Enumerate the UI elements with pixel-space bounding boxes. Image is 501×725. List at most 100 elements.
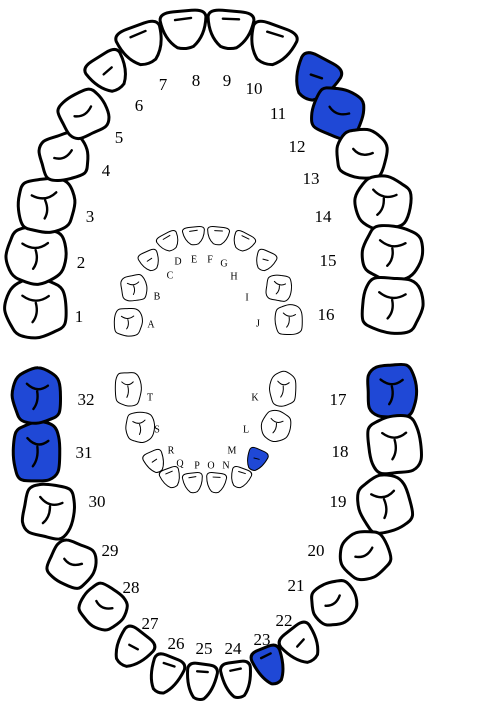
tooth-16[interactable] <box>360 275 425 335</box>
tooth-8-groove-1 <box>173 16 193 22</box>
tooth-e[interactable] <box>181 225 206 246</box>
tooth-26[interactable] <box>143 651 187 698</box>
tooth-e-crown <box>181 225 205 246</box>
tooth-17[interactable] <box>366 362 419 419</box>
tooth-a-groove-2 <box>126 319 129 330</box>
tooth-l[interactable] <box>259 408 293 444</box>
tooth-t[interactable] <box>114 372 143 407</box>
tooth-f-groove-1 <box>214 230 223 232</box>
tooth-f-crown <box>207 225 231 246</box>
tooth-27[interactable] <box>106 623 157 675</box>
tooth-t-groove-1 <box>121 381 134 386</box>
tooth-15[interactable] <box>360 224 425 283</box>
tooth-f[interactable] <box>206 225 231 246</box>
tooth-11-groove-1 <box>309 73 324 80</box>
tooth-16-groove-1 <box>378 291 407 300</box>
tooth-30-label: 30 <box>89 492 106 511</box>
tooth-g[interactable] <box>229 229 257 255</box>
tooth-10[interactable] <box>243 18 300 71</box>
tooth-32-label: 32 <box>78 390 95 409</box>
tooth-14-label: 14 <box>315 207 333 226</box>
tooth-n[interactable] <box>227 465 253 490</box>
tooth-f-label: F <box>207 254 213 265</box>
tooth-s-groove-1 <box>132 419 146 424</box>
tooth-q-groove-1 <box>165 470 173 475</box>
tooth-q[interactable] <box>158 465 184 490</box>
tooth-18[interactable] <box>366 414 424 476</box>
tooth-27-groove-1 <box>128 643 140 651</box>
tooth-24-crown <box>219 659 252 699</box>
tooth-r-crown <box>142 448 164 473</box>
tooth-1[interactable] <box>3 276 68 340</box>
tooth-7[interactable] <box>114 18 171 71</box>
tooth-25-groove-1 <box>195 670 209 674</box>
tooth-5-groove-1 <box>73 105 93 118</box>
tooth-3[interactable] <box>14 174 80 237</box>
tooth-o[interactable] <box>205 472 228 494</box>
tooth-9-groove-1 <box>221 17 241 21</box>
tooth-24[interactable] <box>219 659 255 699</box>
tooth-29[interactable] <box>43 536 102 593</box>
tooth-t-label: T <box>147 392 153 403</box>
tooth-9[interactable] <box>205 8 256 51</box>
tooth-30[interactable] <box>19 480 79 542</box>
tooth-15-groove-1 <box>378 239 407 248</box>
tooth-b[interactable] <box>119 273 148 302</box>
tooth-21-label: 21 <box>288 576 305 595</box>
tooth-31[interactable] <box>11 419 62 483</box>
tooth-22-crown <box>277 620 320 664</box>
tooth-2-groove-1 <box>21 241 50 250</box>
tooth-j[interactable] <box>274 304 304 336</box>
tooth-9-crown <box>206 8 256 51</box>
tooth-b-groove-2 <box>132 285 136 295</box>
tooth-23[interactable] <box>249 643 291 689</box>
tooth-20-label: 20 <box>308 541 325 560</box>
tooth-25[interactable] <box>184 661 219 701</box>
tooth-m-label: M <box>228 445 237 456</box>
tooth-p-label: P <box>194 460 200 471</box>
tooth-22[interactable] <box>276 619 327 671</box>
tooth-21[interactable] <box>304 573 365 633</box>
tooth-19[interactable] <box>353 470 416 537</box>
tooth-d[interactable] <box>155 229 183 255</box>
tooth-n-crown <box>231 466 253 489</box>
tooth-8[interactable] <box>158 8 208 51</box>
tooth-6-groove-1 <box>102 66 113 76</box>
tooth-32[interactable] <box>10 366 63 425</box>
tooth-5[interactable] <box>54 84 114 143</box>
tooth-h-groove-1 <box>262 258 269 261</box>
tooth-m-groove-1 <box>253 457 260 460</box>
tooth-a-groove-1 <box>120 315 135 319</box>
tooth-2[interactable] <box>4 224 68 286</box>
tooth-17-label: 17 <box>330 390 348 409</box>
tooth-28[interactable] <box>73 578 133 637</box>
tooth-6[interactable] <box>82 46 136 99</box>
tooth-22-groove-1 <box>296 638 305 648</box>
tooth-k[interactable] <box>268 370 297 407</box>
tooth-28-groove-1 <box>95 599 114 610</box>
tooth-3-label: 3 <box>86 207 95 226</box>
tooth-18-groove-1 <box>381 431 408 439</box>
tooth-a[interactable] <box>113 307 143 337</box>
tooth-m[interactable] <box>243 446 270 474</box>
tooth-e-groove-1 <box>189 229 198 232</box>
tooth-k-label: K <box>251 392 259 403</box>
tooth-j-label: J <box>256 318 260 329</box>
tooth-1-groove-2 <box>31 301 38 324</box>
tooth-h[interactable] <box>252 248 278 274</box>
tooth-g-label: G <box>220 258 227 269</box>
tooth-20[interactable] <box>333 524 397 587</box>
tooth-9-label: 9 <box>223 71 232 90</box>
tooth-o-crown <box>206 472 228 494</box>
tooth-17-groove-2 <box>387 385 394 406</box>
tooth-r[interactable] <box>141 448 168 476</box>
tooth-8-label: 8 <box>192 71 201 90</box>
tooth-s[interactable] <box>123 410 157 445</box>
tooth-j-groove-1 <box>282 312 297 317</box>
tooth-22-label: 22 <box>276 611 293 630</box>
tooth-o-groove-1 <box>212 476 221 478</box>
tooth-c[interactable] <box>137 248 163 274</box>
tooth-18-groove-2 <box>391 438 398 461</box>
tooth-i[interactable] <box>264 273 293 302</box>
tooth-p[interactable] <box>181 472 204 494</box>
